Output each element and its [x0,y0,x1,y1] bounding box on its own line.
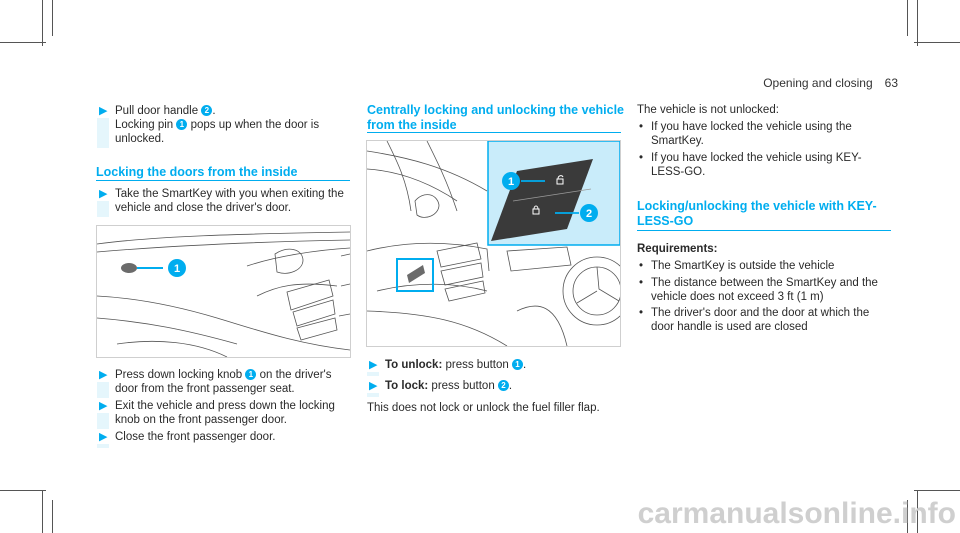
step-text: Exit the vehicle and press down the lock… [115,400,335,412]
crop-mark [917,0,918,46]
step-close-door: ▶ Close the front passenger door. [97,430,355,448]
figure-door-panel: 1 [96,225,351,358]
heading-rule [637,230,891,231]
fuel-flap-note: This does not lock or unlock the fuel fi… [367,402,600,414]
unlock-label: To unlock: [385,359,443,371]
step-arrow-icon: ▶ [99,188,108,200]
list-item: The distance between the SmartKey and th… [639,276,891,304]
step-pull-handle: ▶ Pull door handle 2. Locking pin 1 pops… [97,104,355,148]
step-text: press button [428,380,498,392]
callout-2: 2 [497,380,509,391]
list-text: If you have locked the vehicle using the [651,121,852,133]
list-text: The driver's door and the door at which … [651,307,870,319]
lock-label: To lock: [385,380,429,392]
step-arrow-icon: ▶ [99,105,108,117]
step-bar [367,372,379,376]
list-text: SmartKey. [651,135,704,147]
step-text: press button [442,359,512,371]
figure-central-lock: 1 2 [366,140,621,347]
step-unlock: ▶ To unlock: press button 1. [367,358,615,376]
crop-mark [0,42,46,43]
heading-line: Centrally locking and unlocking the vehi… [367,103,625,117]
step-bar [97,413,109,429]
step-arrow-icon: ▶ [99,369,108,381]
step-bar [97,382,109,398]
heading-line: from the inside [367,118,457,132]
step-text: Locking pin [115,119,177,131]
heading-line: LESS-GO [637,214,694,228]
crop-mark [52,500,53,533]
step-arrow-icon: ▶ [369,380,378,392]
step-text: Take the SmartKey with you when exiting … [115,188,344,200]
step-text: Pull door handle [115,105,202,117]
fig-callout-2: 2 [586,208,592,220]
crop-mark [907,0,908,36]
callout-1: 1 [245,369,257,380]
step-text: unlocked. [115,133,165,145]
heading-rule [96,180,350,181]
page-number: 63 [884,76,898,90]
list-item: If you have locked the vehicle using KEY… [639,151,891,179]
step-text: door from the front passenger seat. [115,383,295,395]
step-text: on the driver's [256,369,332,381]
crop-mark [42,0,43,46]
callout-1: 1 [511,359,523,370]
crop-mark [907,500,908,533]
list-text: LESS-GO. [651,166,706,178]
step-arrow-icon: ▶ [99,431,108,443]
list-item: The driver's door and the door at which … [639,306,891,334]
locking-knob-icon [121,263,137,273]
fig-callout-1: 1 [174,263,180,275]
door-interior-illustration: 1 2 [367,141,620,346]
crop-mark [917,490,918,533]
crop-mark [914,490,960,491]
crop-mark [42,490,43,533]
list-text: The distance between the SmartKey and th… [651,277,878,289]
list-text: vehicle does not exceed 3 ft (1 m) [651,291,824,303]
list-item: The SmartKey is outside the vehicle [639,259,891,273]
step-text: knob on the front passenger door. [115,414,287,426]
heading-line: Locking/unlocking the vehicle with KEY- [637,199,877,213]
fig-callout-1: 1 [508,176,514,188]
not-unlocked-intro: The vehicle is not unlocked: [637,104,779,116]
crop-mark [0,490,46,491]
step-exit-vehicle: ▶ Exit the vehicle and press down the lo… [97,399,355,429]
watermark: carmanualsonline.info [637,497,956,530]
list-item: If you have locked the vehicle using the… [639,120,891,148]
step-take-key: ▶ Take the SmartKey with you when exitin… [97,187,355,217]
heading-keyless-go: Locking/unlocking the vehicle with KEY- … [637,199,877,229]
step-arrow-icon: ▶ [99,400,108,412]
list-text: The SmartKey is outside the vehicle [651,260,835,272]
door-panel-illustration: 1 [97,231,350,357]
requirements-label: Requirements: [637,243,718,255]
step-text: Close the front passenger door. [115,431,276,443]
crop-mark [914,42,960,43]
step-text: vehicle and close the driver's door. [115,202,292,214]
section-title: Opening and closing [763,76,873,90]
list-text: door handle is used are closed [651,321,808,333]
step-lock: ▶ To lock: press button 2. [367,379,615,397]
callout-1: 1 [176,119,188,130]
callout-2: 2 [201,105,213,116]
step-text: pops up when the door is [187,119,320,131]
list-text: If you have locked the vehicle using KEY… [651,152,862,164]
step-text: Press down locking knob [115,369,246,381]
step-bar [97,201,109,217]
step-arrow-icon: ▶ [369,359,378,371]
step-bar [97,118,109,148]
heading-rule [367,132,621,133]
heading-central-lock: Centrally locking and unlocking the vehi… [367,103,624,133]
heading-lock-inside: Locking the doors from the inside [96,165,298,179]
step-bar [367,393,379,397]
page-header: Opening and closing 63 [763,76,898,90]
crop-mark [52,0,53,36]
step-press-knob: ▶ Press down locking knob 1 on the drive… [97,368,355,398]
step-bar [97,444,109,448]
